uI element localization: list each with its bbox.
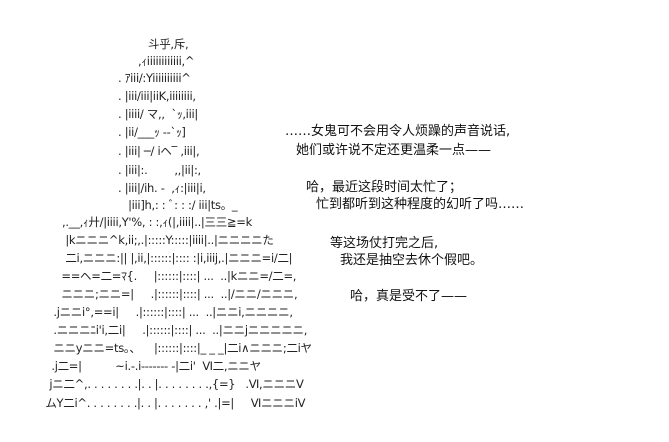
art-line: jニ二^,. . . . . . . .|. . |. . . . . . . …	[46, 377, 304, 391]
art-line: ムY二i^. . . . . . . .|. . |. . . . . . . …	[42, 396, 306, 410]
art-line: .j二=| ~i.-.i‐‐‐‐‐‐‐ ‐|二i' Ⅵ二,ニニヤ	[48, 359, 261, 373]
dialogue-line: 等这场仗打完之后,	[330, 236, 439, 251]
art-line: ,.__,ｨ廾/|iiii,Y'%, : :,ｨ(|,iiii|..|三三≧=k	[62, 215, 252, 229]
art-line: ニニyニニ=ts。、 |::::::|::::|_ _ _|二i∧ニニニ;二iヤ	[50, 341, 312, 355]
art-line: ==ヘ=二=ﾏ{. |::::::|::::| ... ..|kニニ=/二=,	[58, 269, 297, 283]
art-line: . |iiii/ マ,, `ｯ,iii|	[118, 107, 198, 121]
art-line: |iii]h,: : ﾞ: : :/ iii|ts。_	[118, 198, 238, 212]
art-line: |kニニニ^k,ii;,.|:::::Y:::::|iiii|..|ニニニニた	[62, 233, 274, 247]
art-line: . |ii/___ｯ -‐`ｯ]	[118, 125, 186, 139]
art-line: . |iii| ─/ iヘ‾ ,iii|,	[118, 144, 200, 158]
art-line: .jニニi°,==i| .|::::::|::::| ... ..|ニニi,ニニ…	[50, 305, 293, 319]
art-line: .ニニニﾆi'i,二i| .|::::::|::::| ... ..|ニニjニニ…	[50, 323, 308, 337]
art-line: ニニニ;ニニ=| .|::::::|::::| ... ..|/ニニ/ニニニ,	[58, 287, 298, 301]
dialogue-line: 哈，最近这段时间太忙了；	[306, 180, 463, 195]
dialogue-line: 哈，真是受不了——	[350, 289, 468, 304]
art-line: . |iii|/ih. ‐ ,ｨ:|iii|i,	[118, 181, 206, 195]
dialogue-line: 她们或许说不定还更温柔一点——	[296, 143, 492, 158]
dialogue-line: 我还是抽空去休个假吧。	[340, 253, 484, 268]
dialogue-line: 忙到都听到这种程度的幻听了吗……	[316, 197, 525, 212]
art-line: 二i,ニニニ:|| |,ii,|::::::|:::: :|i,iiij,.|ニ…	[62, 251, 293, 265]
art-line: ,ｨiiiiiiiiiiii,^	[138, 54, 195, 68]
art-line: 斗乎,斥,	[148, 37, 189, 51]
art-line: . ｱiii/:Yiiiiiiiiii^	[118, 71, 191, 85]
art-line: . |iii|:. ,,|ii|:,	[118, 163, 201, 177]
dialogue-line: ……女鬼可不会用令人烦躁的声音说话,	[285, 124, 511, 139]
art-line: . |iii/iii|iiK,iiiiiiii,	[118, 89, 196, 103]
